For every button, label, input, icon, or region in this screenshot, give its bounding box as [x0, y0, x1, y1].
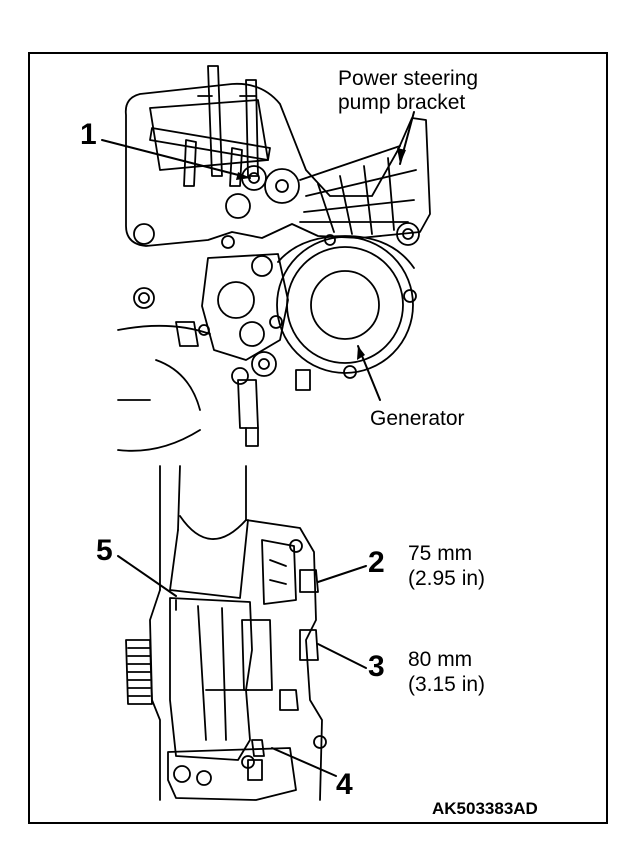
callout-number-5: 5 [96, 534, 113, 567]
diagram-frame [28, 52, 608, 824]
leader-1 [101, 139, 251, 179]
leader-4 [271, 747, 337, 777]
leader-lines [101, 111, 415, 777]
power-steering-label-line1: Power steering [338, 67, 479, 90]
callout-number-2: 2 [368, 546, 385, 579]
bolt-2-length-mm: 75 mm [408, 542, 473, 565]
leader-arrowheads [236, 148, 406, 360]
figure-code: AK503383AD [432, 799, 538, 818]
callout-number-1: 1 [80, 118, 97, 151]
lower-assembly-drawing [125, 465, 327, 801]
bolt-2-length: 75 mm (2.95 in) [408, 541, 485, 591]
upper-assembly-drawing [117, 65, 431, 452]
bolt-3-length: 80 mm (3.15 in) [408, 647, 485, 697]
callout-number-4: 4 [336, 768, 353, 801]
power-steering-label-line2: pump bracket [338, 91, 466, 114]
bolt-3-length-mm: 80 mm [408, 648, 473, 671]
bolt-3-length-in: (3.15 in) [408, 673, 486, 696]
bolt-2-length-in: (2.95 in) [408, 567, 486, 590]
callout-number-3: 3 [368, 650, 385, 683]
leader-2 [317, 565, 367, 583]
generator-label: Generator [370, 407, 465, 430]
power-steering-bracket-label: Power steering pump bracket [338, 67, 478, 115]
leader-5 [117, 555, 177, 597]
leader-3 [317, 643, 367, 669]
